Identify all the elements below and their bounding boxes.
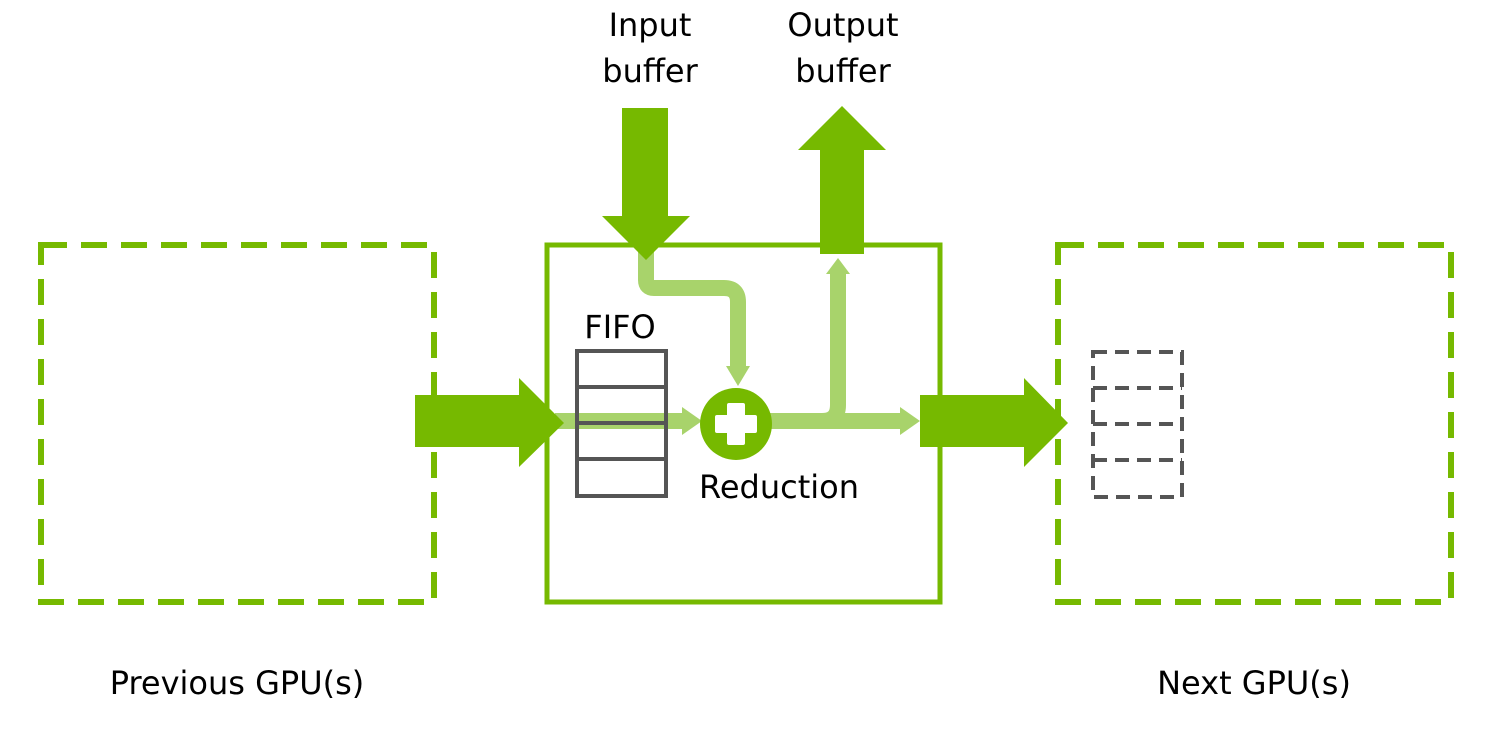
- next-gpu-label: Next GPU(s): [1157, 664, 1351, 702]
- fifo-stack: [575, 349, 668, 498]
- arrow-from-previous-gpu: [415, 378, 564, 467]
- previous-gpu-label: Previous GPU(s): [110, 664, 365, 702]
- output-buffer-label-line1: Output: [787, 6, 898, 44]
- input-buffer-label-line1: Input: [609, 6, 692, 44]
- output-buffer-label-line2: buffer: [795, 52, 891, 90]
- reduction-to-output-path: [770, 272, 846, 429]
- input-buffer-label-line2: buffer: [602, 52, 698, 90]
- arrowhead-to-output: [826, 258, 850, 274]
- arrowhead-to-reduction: [726, 366, 750, 386]
- arrowhead-to-next: [900, 407, 920, 435]
- previous-gpu-box: [38, 242, 437, 605]
- arrowhead-fifo-to-reduction: [682, 407, 702, 435]
- plus-circle-icon: [700, 388, 772, 460]
- next-gpu-fifo-dashed: [1091, 350, 1184, 499]
- output-buffer-arrow: [798, 106, 886, 254]
- arrow-to-next-gpu: [920, 378, 1068, 467]
- input-buffer-arrow: [602, 108, 690, 260]
- fifo-label: FIFO: [584, 308, 655, 346]
- input-to-reduction-path: [638, 245, 746, 368]
- reduction-label: Reduction: [699, 468, 859, 506]
